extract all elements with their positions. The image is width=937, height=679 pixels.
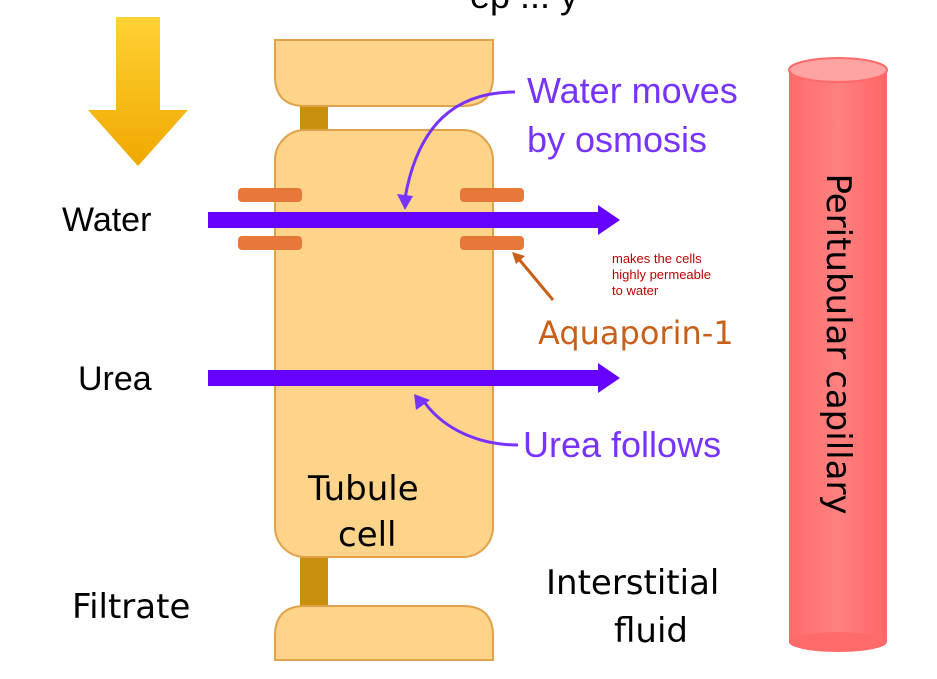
water-moves-label-line2: by osmosis (527, 119, 708, 160)
interstitial-fluid-label-line2: fluid (614, 611, 688, 651)
header-partial-text: ep ... y (470, 0, 578, 14)
aquaporin-right-upper (460, 188, 524, 202)
urea-flow-arrowhead (598, 363, 620, 393)
aquaporin-callout-arrowhead (512, 252, 525, 264)
water-flow-arrowhead (598, 205, 620, 235)
urea-callout-arrowhead (414, 394, 430, 410)
aquaporin-note-line3: to water (612, 283, 659, 298)
aquaporin-left-upper (238, 188, 302, 202)
peritubular-capillary-label: Peritubular capillary (818, 173, 858, 515)
osmosis-callout-line (403, 90, 516, 199)
tubule-cell-label-line2: cell (338, 515, 397, 555)
aquaporin-right-lower (460, 236, 524, 250)
aquaporin-note-line2: highly permeable (612, 267, 712, 282)
capillary-bottom-cap (789, 632, 887, 652)
urea-follows-label: Urea follows (523, 424, 722, 465)
aquaporin-callout-line (516, 257, 555, 301)
water-flow-shaft (208, 212, 600, 228)
urea-label: Urea (78, 360, 152, 398)
interstitial-fluid-label-line1: Interstitial (546, 563, 720, 603)
aquaporin-note-line1: makes the cells (612, 251, 702, 266)
water-label: Water (62, 201, 152, 239)
tubule-cell-bottom (274, 605, 494, 661)
water-moves-label-line1: Water moves (527, 70, 738, 111)
tubule-cell-main (274, 129, 494, 558)
tubule-cell-label-line1: Tubule (308, 469, 419, 509)
filtrate-label: Filtrate (72, 587, 191, 627)
aquaporin-left-lower (238, 236, 302, 250)
flow-direction-arrow (88, 17, 188, 166)
osmosis-callout-arrowhead (397, 194, 413, 210)
capillary-top-opening (788, 57, 888, 83)
urea-flow-shaft (208, 370, 600, 386)
tubule-cell-top (274, 39, 494, 107)
aquaporin-label: Aquaporin-1 (538, 314, 734, 352)
urea-callout-line (423, 402, 519, 447)
peritubular-capillary (789, 70, 887, 642)
junction-lower (300, 550, 328, 610)
